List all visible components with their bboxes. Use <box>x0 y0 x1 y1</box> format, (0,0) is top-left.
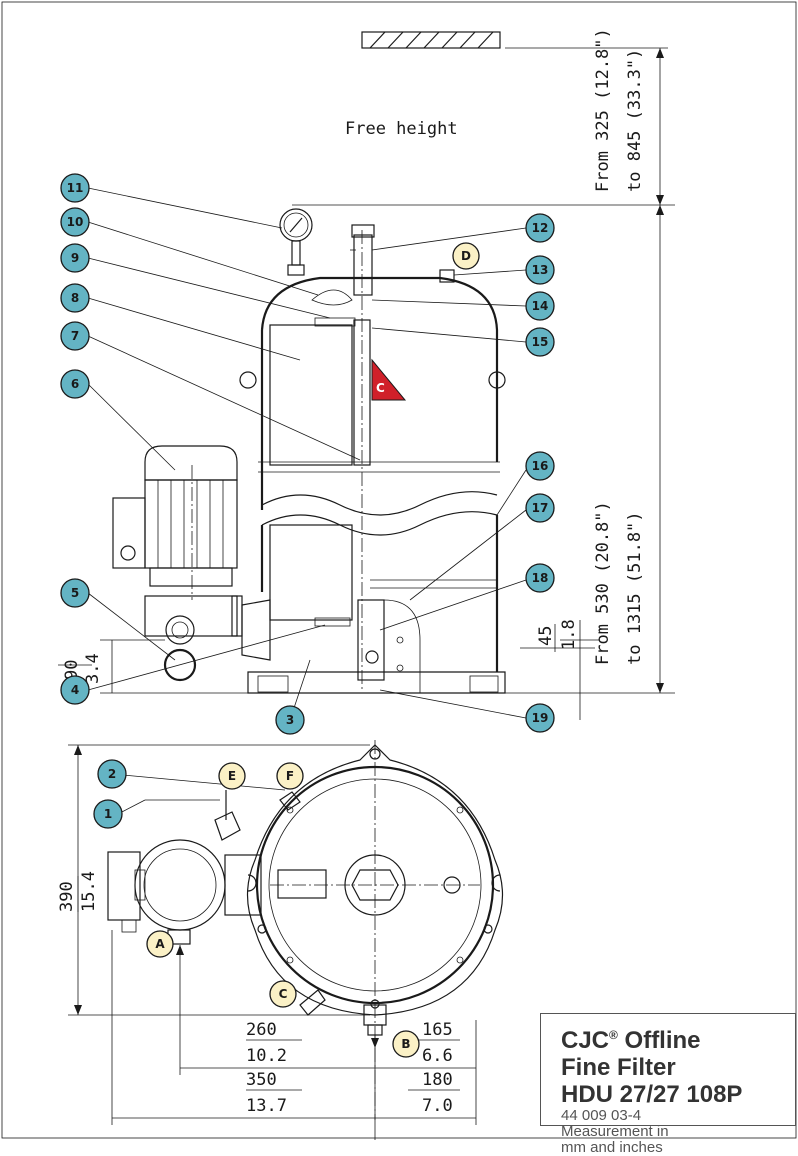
callout-13: 13 <box>525 255 555 285</box>
svg-text:8: 8 <box>71 291 79 305</box>
callout-14: 14 <box>525 291 555 321</box>
callout-18: 18 <box>525 563 555 593</box>
svg-text:E: E <box>228 769 236 783</box>
svg-text:10: 10 <box>67 215 84 229</box>
callout-F: F <box>276 762 304 790</box>
ce-tag-text: C <box>376 381 385 395</box>
product-info-box: CJC® Offline Fine Filter HDU 27/27 108P … <box>540 1013 796 1156</box>
units-note-line1: Measurement in <box>561 1123 669 1140</box>
callout-16: 16 <box>525 451 555 481</box>
dim-260: 260 <box>246 1020 277 1040</box>
svg-text:A: A <box>155 937 165 951</box>
plan-dimension-lines <box>68 744 477 1140</box>
callout-4: 4 <box>60 675 90 705</box>
dim-7-0: 7.0 <box>422 1096 453 1116</box>
filter-housing-side-view: C <box>239 208 506 694</box>
callout-17: 17 <box>525 493 555 523</box>
callout-1: 1 <box>93 799 123 829</box>
product-code: 44 009 03-4 <box>561 1107 642 1124</box>
svg-text:5: 5 <box>71 586 79 600</box>
callout-9: 9 <box>60 243 90 273</box>
registered-mark: ® <box>609 1028 618 1042</box>
svg-text:13: 13 <box>532 263 549 277</box>
numbered-callouts: 11 10 9 8 7 6 5 4 3 12 13 14 15 16 17 18… <box>60 173 555 829</box>
svg-text:2: 2 <box>108 767 116 781</box>
dim-45: 45 <box>536 626 556 646</box>
dim-15-4: 15.4 <box>79 871 99 912</box>
dim-1-8: 1.8 <box>559 619 579 650</box>
svg-text:C: C <box>279 987 288 1001</box>
callout-6: 6 <box>60 369 90 399</box>
callout-15: 15 <box>525 327 555 357</box>
callout-11: 11 <box>60 173 90 203</box>
svg-text:9: 9 <box>71 251 79 265</box>
dim-13-7: 13.7 <box>246 1096 287 1116</box>
filter-plan-view <box>107 740 504 1120</box>
title-line1-rest: Offline <box>617 1027 701 1054</box>
callout-19: 19 <box>525 703 555 733</box>
callout-2: 2 <box>97 759 127 789</box>
units-note-line2: mm and inches <box>561 1139 663 1156</box>
callout-B: B <box>392 1030 420 1058</box>
height-dimension-lines <box>292 48 675 694</box>
callout-3: 3 <box>275 705 305 735</box>
callout-leaders <box>87 187 527 815</box>
foot-dimension-lines <box>58 620 600 720</box>
free-height-dim-1: From 325 (12.8") <box>593 28 613 192</box>
callout-D: D <box>452 242 480 270</box>
product-model: HDU 27/27 108P <box>561 1081 743 1108</box>
callout-C: C <box>269 980 297 1008</box>
svg-text:1: 1 <box>104 807 112 821</box>
product-title-line1: CJC® Offline <box>561 1022 785 1054</box>
dim-350: 350 <box>246 1070 277 1090</box>
ceiling-symbol <box>361 31 668 49</box>
svg-text:15: 15 <box>532 335 549 349</box>
lettered-callouts: D E F A C B <box>146 242 480 1058</box>
dim-6-6: 6.6 <box>422 1046 453 1066</box>
motor-pump-side-view <box>112 445 271 682</box>
svg-text:12: 12 <box>532 221 549 235</box>
dim-390: 390 <box>57 881 77 912</box>
svg-text:14: 14 <box>532 299 549 313</box>
product-title-line2: Fine Filter <box>561 1054 676 1081</box>
dim-3-4: 3.4 <box>83 653 103 684</box>
dim-165: 165 <box>422 1020 453 1040</box>
svg-text:16: 16 <box>532 459 549 473</box>
free-height-dim-2: to 845 (33.3") <box>625 49 645 192</box>
brand-name: CJC <box>561 1027 610 1054</box>
svg-text:17: 17 <box>532 501 549 515</box>
svg-text:19: 19 <box>532 711 549 725</box>
callout-7: 7 <box>60 321 90 351</box>
dim-10-2: 10.2 <box>246 1046 287 1066</box>
callout-10: 10 <box>60 207 90 237</box>
svg-text:4: 4 <box>71 683 79 697</box>
unit-height-dim-2: to 1315 (51.8") <box>625 511 645 665</box>
unit-height-dim-1: From 530 (20.8") <box>593 501 613 665</box>
svg-text:B: B <box>401 1037 410 1051</box>
dim-90: 90 <box>62 660 82 680</box>
svg-text:6: 6 <box>71 377 79 391</box>
svg-text:D: D <box>461 249 471 263</box>
svg-text:3: 3 <box>286 713 294 727</box>
svg-text:7: 7 <box>71 329 79 343</box>
dim-180: 180 <box>422 1070 453 1090</box>
callout-A: A <box>146 930 174 958</box>
callout-12: 12 <box>525 213 555 243</box>
svg-text:F: F <box>286 769 294 783</box>
free-height-label: Free height <box>345 119 458 139</box>
callout-8: 8 <box>60 283 90 313</box>
callout-E: E <box>218 762 246 790</box>
callout-5: 5 <box>60 578 90 608</box>
svg-text:18: 18 <box>532 571 549 585</box>
svg-text:11: 11 <box>67 181 84 195</box>
